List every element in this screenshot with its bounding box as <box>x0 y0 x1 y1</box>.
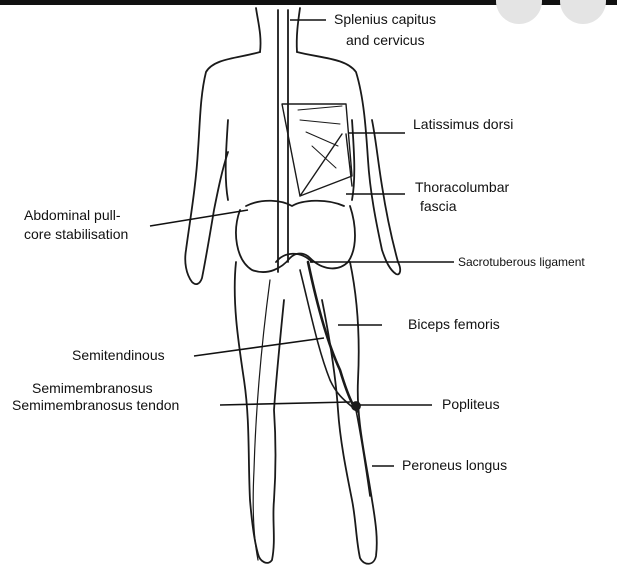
left-leg-outline <box>235 262 284 563</box>
label-thoracolumbar-line2: fascia <box>420 198 457 214</box>
leader-abdominal <box>150 210 248 226</box>
label-latissimus: Latissimus dorsi <box>413 116 513 132</box>
label-biceps-femoris: Biceps femoris <box>408 316 500 332</box>
label-splenius-line1: Splenius capitus <box>334 11 436 27</box>
label-abdominal-line2: core stabilisation <box>24 226 128 242</box>
right-inner-arm <box>352 120 354 200</box>
label-thoracolumbar-line1: Thoracolumbar <box>415 179 509 195</box>
label-sacrotuberous: Sacrotuberous ligament <box>458 255 585 269</box>
waist-line <box>246 201 344 206</box>
neck-outline-right <box>297 8 300 52</box>
popliteus-marker <box>352 402 360 410</box>
left-arm-outline <box>185 52 260 284</box>
label-semimembranosus: Semimembranosus <box>32 380 153 396</box>
leader-semimembranosus <box>220 402 350 405</box>
label-semimembranosus-tendon: Semimembranosus tendon <box>12 397 179 413</box>
label-semitendinous: Semitendinous <box>72 347 165 363</box>
neck-outline-left <box>256 8 261 52</box>
peroneus-line <box>356 410 370 496</box>
leader-semitendinous <box>194 338 324 356</box>
right-arm-outline <box>297 52 400 274</box>
left-leg-tract <box>253 280 270 560</box>
label-splenius-line2: and cervicus <box>346 32 425 48</box>
label-abdominal-line1: Abdominal pull- <box>24 207 121 223</box>
label-peroneus-longus: Peroneus longus <box>402 457 507 473</box>
biceps-femoris-line <box>308 262 356 410</box>
label-popliteus: Popliteus <box>442 396 500 412</box>
right-leg-outline <box>322 262 377 564</box>
left-inner-arm <box>226 120 228 200</box>
latissimus-fibers <box>298 106 342 168</box>
